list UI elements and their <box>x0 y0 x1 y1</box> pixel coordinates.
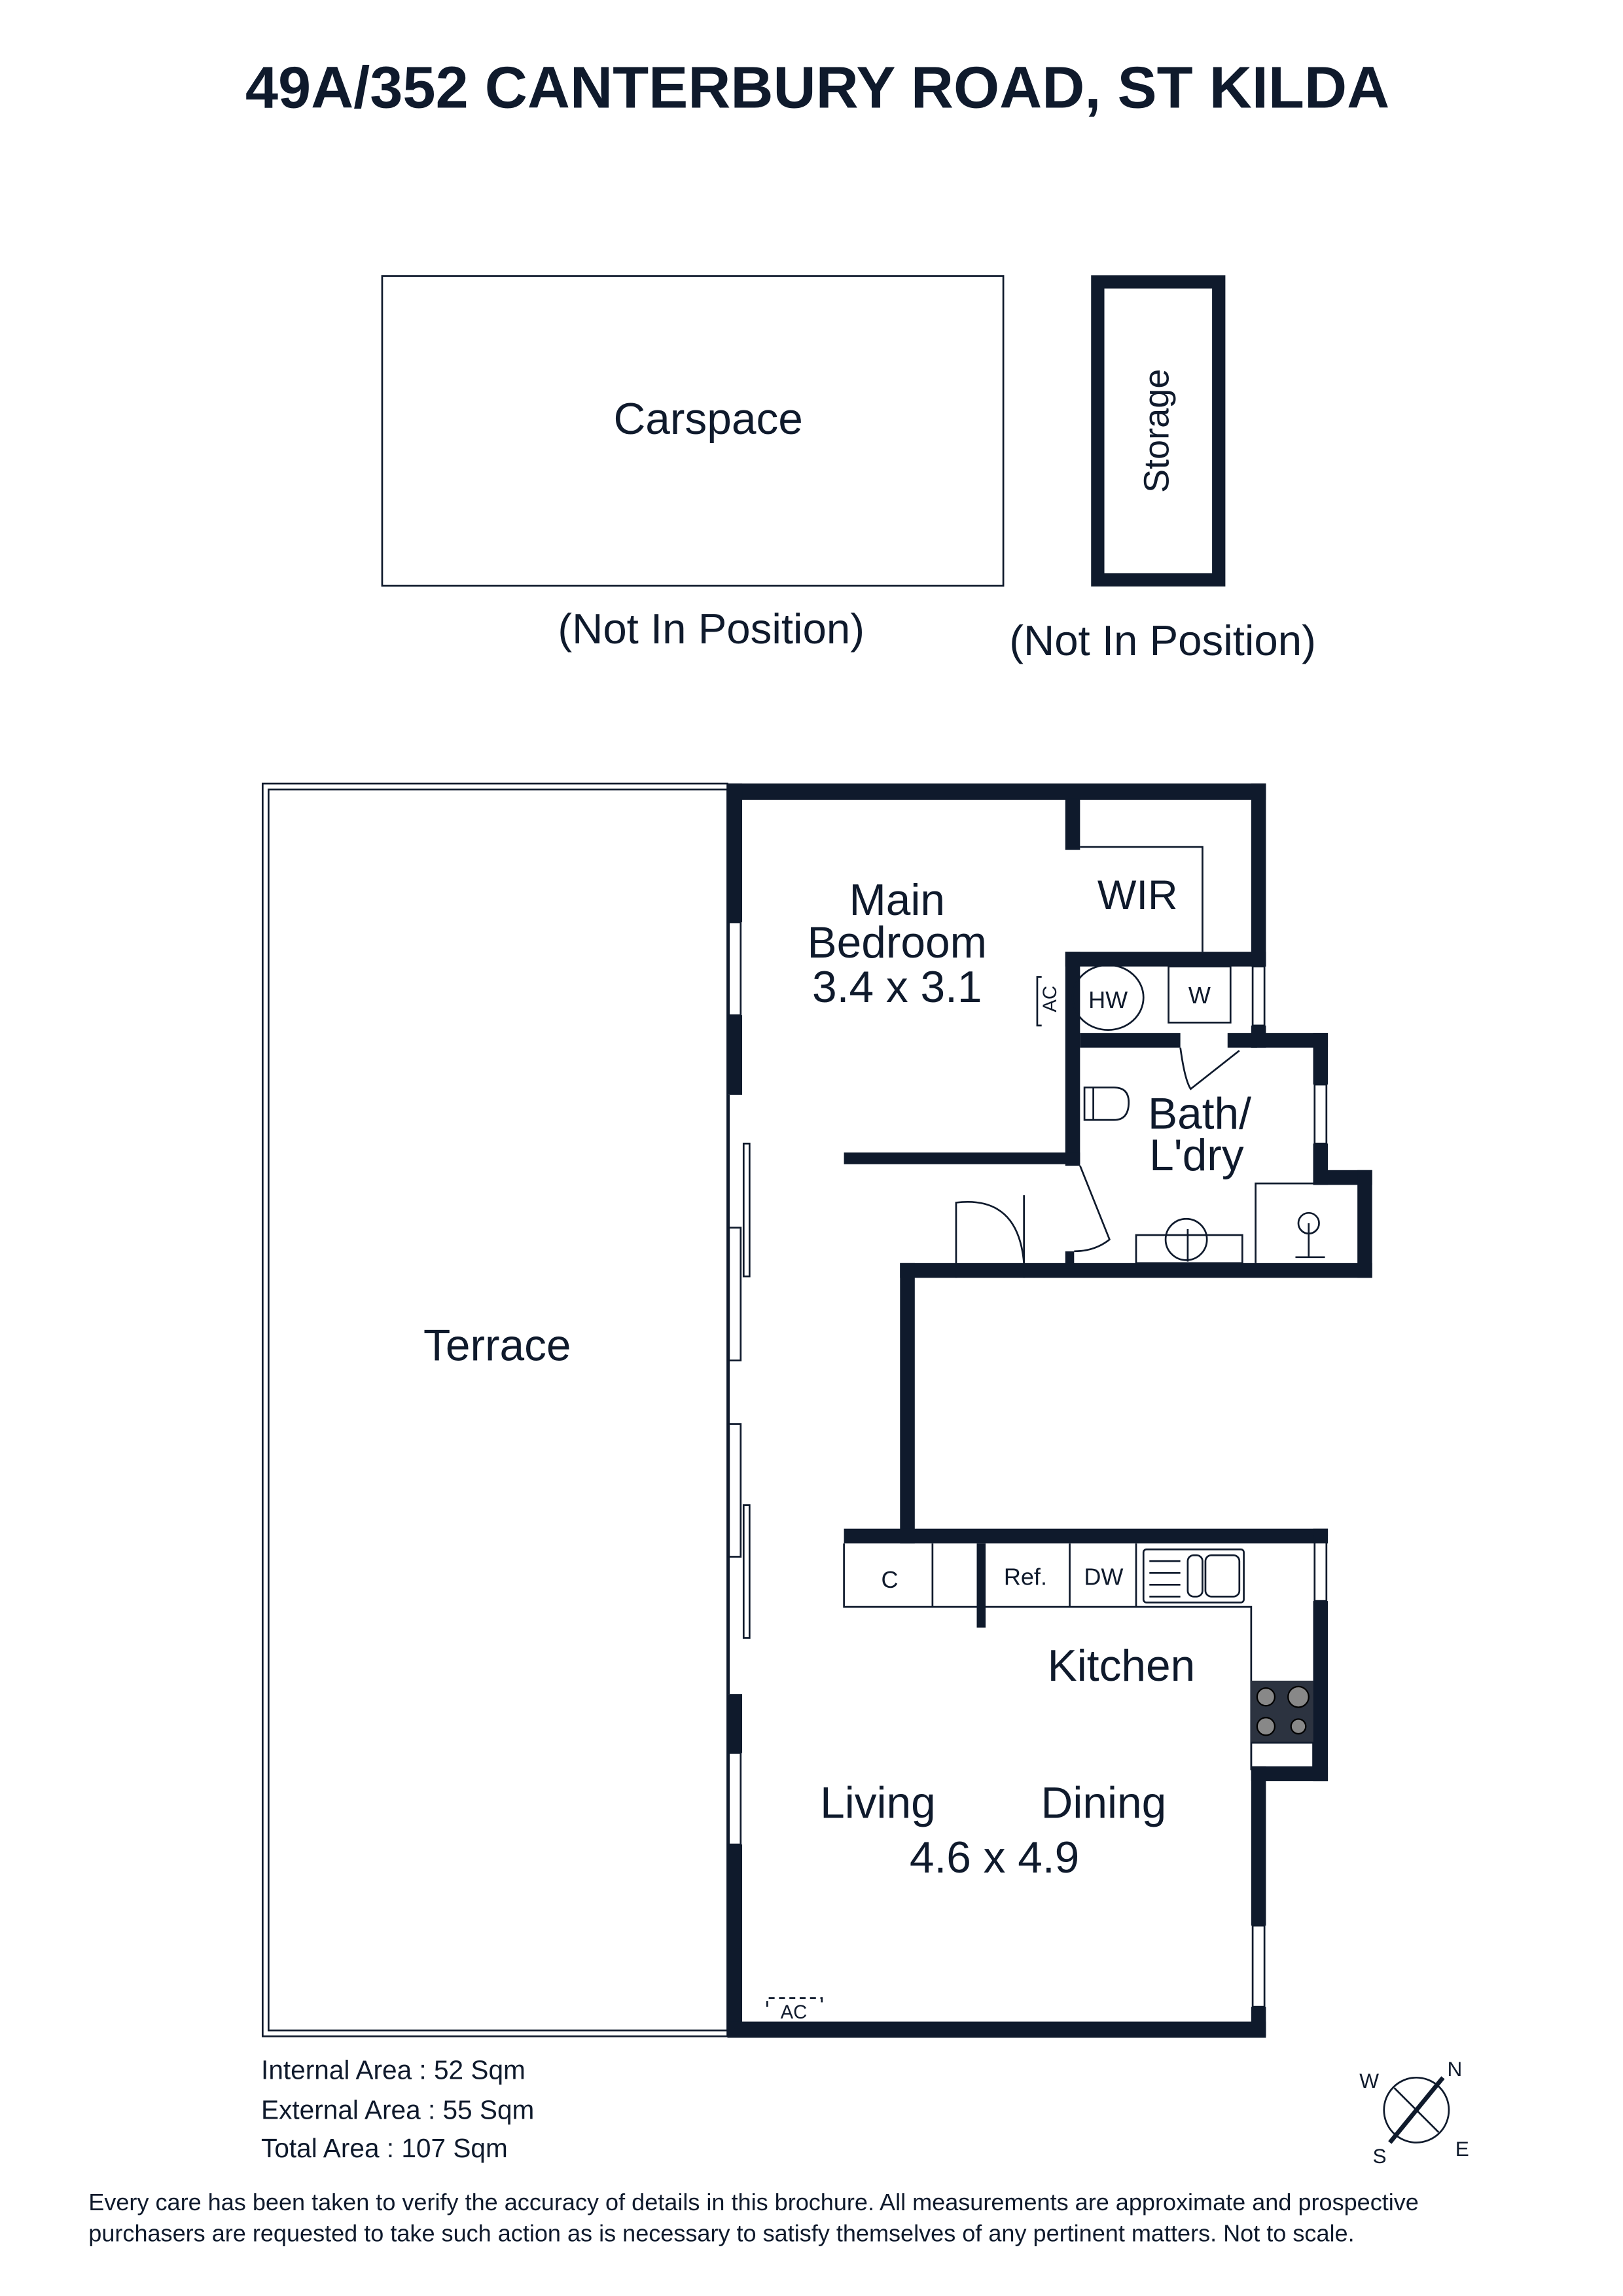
ac-label: AC <box>1039 986 1061 1013</box>
sink-icon <box>1142 1548 1245 1604</box>
carspace: Carspace (Not In Position) <box>381 275 1005 653</box>
terrace-label: Terrace <box>423 1321 571 1371</box>
disclaimer-line-1: Every care has been taken to verify the … <box>88 2189 1419 2215</box>
washer: W <box>1168 965 1232 1024</box>
hot-water-unit: HW <box>1071 964 1145 1031</box>
bath-label-2: L'dry <box>1149 1131 1244 1180</box>
living-dims: 4.6 x 4.9 <box>910 1833 1079 1882</box>
external-area: External Area : 55 Sqm <box>261 2094 534 2125</box>
compass-n: N <box>1448 2057 1463 2081</box>
shower-icon <box>1255 1182 1325 1263</box>
walls <box>727 783 1372 2038</box>
hw-label: HW <box>1088 986 1128 1013</box>
ac-unit-bedroom: AC <box>1036 976 1061 1027</box>
main-bedroom-label-1: Main <box>849 876 945 925</box>
storage-label: Storage <box>1137 369 1177 493</box>
dishwasher-label: DW <box>1084 1563 1123 1590</box>
ac-label: AC <box>781 2001 808 2023</box>
kitchen-label: Kitchen <box>1048 1641 1196 1691</box>
fridge-label: Ref. <box>1004 1563 1047 1590</box>
cupboard-label: C <box>881 1566 898 1593</box>
page-title: 49A/352 CANTERBURY ROAD, ST KILDA <box>245 55 1389 121</box>
internal-area: Internal Area : 52 Sqm <box>261 2055 526 2085</box>
disclaimer-line-2: purchasers are requested to take such ac… <box>88 2220 1354 2247</box>
storage: Storage (Not In Position) <box>1009 275 1316 664</box>
main-bedroom-dims: 3.4 x 3.1 <box>812 963 982 1012</box>
compass-e: E <box>1455 2137 1469 2161</box>
compass-w: W <box>1359 2069 1379 2092</box>
dining-label: Dining <box>1041 1779 1167 1828</box>
terrace: Terrace <box>261 782 728 2037</box>
compass-icon: N W E S <box>1359 2057 1469 2168</box>
total-area: Total Area : 107 Sqm <box>261 2133 508 2163</box>
carspace-note: (Not In Position) <box>558 605 865 653</box>
w-label: W <box>1188 982 1211 1009</box>
carspace-label: Carspace <box>613 395 802 444</box>
living-label: Living <box>820 1779 936 1828</box>
compass-s: S <box>1372 2144 1386 2168</box>
storage-note: (Not In Position) <box>1009 617 1316 664</box>
ac-unit-living: AC <box>766 1997 823 2023</box>
wir-label: WIR <box>1097 872 1178 918</box>
main-bedroom-label-2: Bedroom <box>808 918 987 967</box>
cooktop-icon <box>1250 1680 1314 1770</box>
vanity-basin-icon <box>1135 1217 1243 1265</box>
bath-label-1: Bath/ <box>1148 1090 1251 1139</box>
toilet-icon <box>1083 1086 1130 1121</box>
